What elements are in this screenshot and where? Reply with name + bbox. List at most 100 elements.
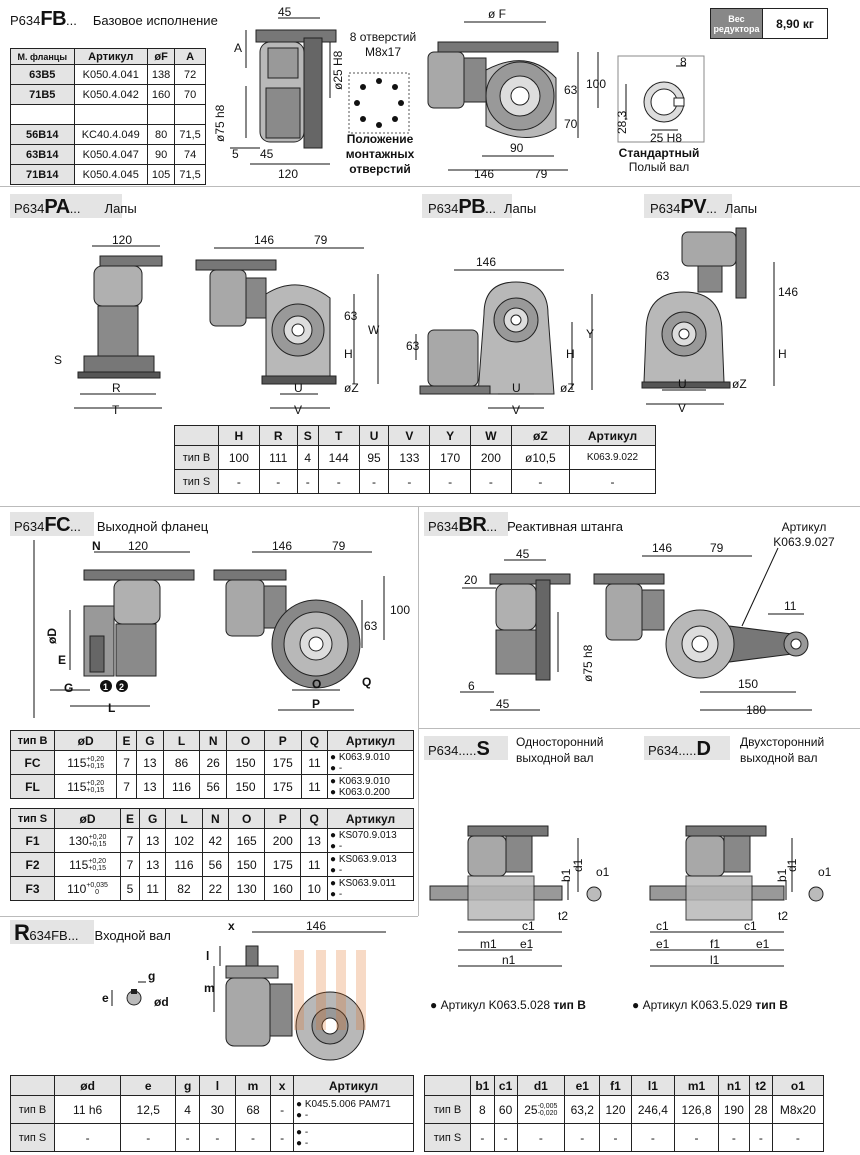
dim-45: 45 (278, 5, 292, 19)
dim-45b: 45 (260, 147, 274, 161)
dim-z: øZ (344, 381, 359, 395)
input-shaft-drawing: x 146 l m (204, 919, 416, 1072)
br-article-value: K063.9.027 (773, 535, 835, 549)
dim-146: 146 (476, 255, 496, 269)
dim-25h8b: 25 H8 (650, 131, 682, 145)
dim-146: 146 (474, 167, 494, 181)
dim-120: 120 (112, 233, 132, 247)
dim-e: e (102, 991, 109, 1005)
weight-box: Вес редуктора 8,90 кг (710, 8, 828, 39)
dim-100: 100 (390, 603, 410, 617)
dim-146: 146 (254, 233, 274, 247)
dim-75h8: ø75 h8 (213, 104, 227, 142)
dim-79: 79 (314, 233, 328, 247)
dim-o1: o1 (818, 865, 832, 879)
table-row: тип S --- --- ● -● - (10, 1123, 414, 1152)
br-header-bg (424, 512, 508, 536)
dim-e1b: e1 (756, 937, 770, 951)
dim-f: ø F (488, 7, 506, 21)
dim-28-3: 28,3 (615, 110, 629, 134)
dim-n1: n1 (502, 953, 516, 967)
dim-100: 100 (586, 77, 606, 91)
dim-o1: o1 (596, 865, 610, 879)
separator (0, 506, 860, 507)
d-shaft-drawing: d1 b1 o1 t2 c1 c1 e1 f1 e1 l1 (640, 820, 832, 967)
fc-front-drawing: 146 79 100 63 Q O P (212, 539, 410, 711)
dim-f1: f1 (710, 937, 720, 951)
dim-79: 79 (534, 167, 548, 181)
dim-w: W (368, 323, 380, 337)
dim-u: U (294, 381, 303, 395)
dim-146: 146 (306, 919, 326, 933)
separator (0, 916, 418, 917)
dim-l: l (206, 949, 209, 963)
pa-front-drawing: 146 79 63 H W U V øZ (194, 233, 380, 417)
table-row: тип S --- --- --- - (424, 1123, 825, 1152)
dim-v: V (294, 403, 302, 417)
pv-header-bg (644, 194, 732, 218)
dim-120: 120 (128, 539, 148, 553)
watermark-logo-icon (294, 950, 366, 1030)
dim-t2: t2 (778, 909, 788, 923)
dim-63: 63 (564, 83, 578, 97)
holes-note: 8 отверстий M8x17 (349, 30, 417, 59)
dim-p: P (312, 697, 320, 711)
dim-c1b: c1 (744, 919, 757, 933)
dim-e1: e1 (520, 937, 534, 951)
shaft-title: Стандартный (618, 146, 700, 160)
dim-45b: 45 (496, 697, 510, 711)
dim-q: Q (362, 675, 371, 689)
dim-y: Y (586, 327, 594, 341)
dim-r: R (112, 381, 121, 395)
dim-d1: d1 (785, 858, 799, 872)
dim-l: L (108, 701, 115, 715)
dim-90: 90 (510, 141, 524, 155)
dim-d: øD (45, 628, 59, 644)
dim-o: O (312, 677, 321, 691)
dim-m1: m1 (480, 937, 497, 951)
dim-63: 63 (344, 309, 358, 323)
dim-t: T (112, 403, 120, 417)
dim-b1: b1 (775, 868, 789, 882)
dim-5: 5 (232, 147, 239, 161)
r-header-bg (10, 920, 94, 944)
dim-63: 63 (656, 269, 670, 283)
dim-s: S (54, 353, 62, 367)
separator (418, 506, 419, 916)
dim-m: m (204, 981, 215, 995)
s-header-bg (424, 736, 508, 760)
dim-d1: d1 (571, 858, 585, 872)
dim-v: V (678, 401, 686, 415)
dim-z: øZ (732, 377, 747, 391)
dim-79: 79 (710, 541, 724, 555)
s-shaft-drawing: d1 b1 o1 t2 c1 m1 e1 n1 (428, 820, 610, 967)
dim-146: 146 (778, 285, 798, 299)
input-shaft-key-drawing: g e ød (102, 969, 169, 1009)
separator (0, 186, 860, 187)
pa-side-drawing: 120 S R T (54, 233, 170, 417)
d-article-note: ● Артикул K063.5.029 тип B (632, 998, 788, 1012)
dim-20: 20 (464, 573, 478, 587)
dim-63: 63 (406, 339, 420, 353)
dim-c1: c1 (522, 919, 535, 933)
d-header: P634.....D (648, 738, 711, 760)
